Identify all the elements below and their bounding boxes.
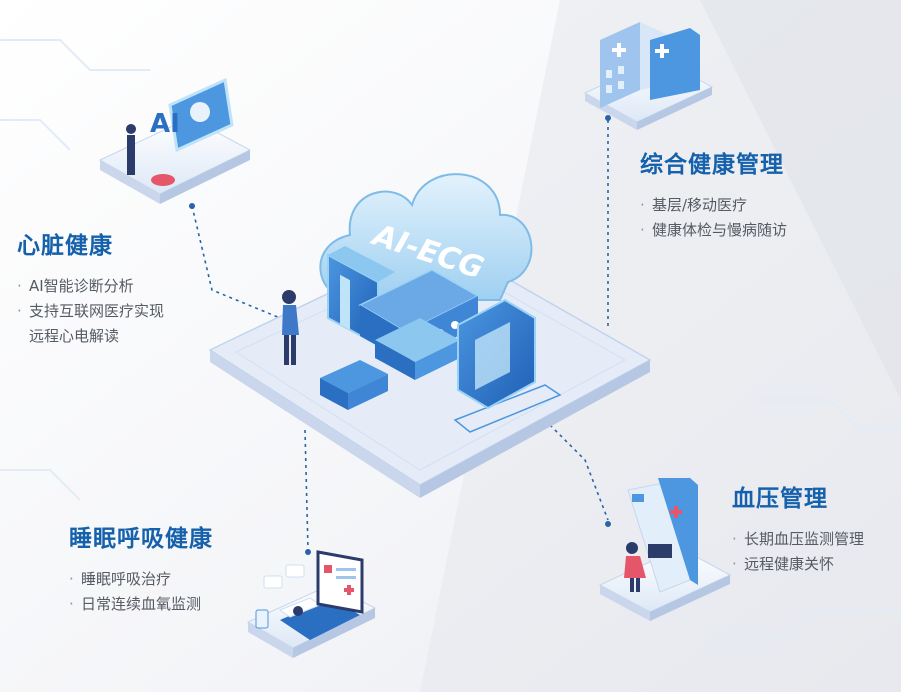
list-item: 支持互联网医疗实现 [17, 299, 164, 324]
blood-pressure-illustration [598, 477, 732, 621]
background-wedge-2 [700, 0, 901, 400]
section-blood-pressure: 血压管理 长期血压监测管理 远程健康关怀 [732, 479, 864, 577]
connector-lines [191, 120, 609, 551]
person-figure [282, 290, 299, 365]
list-item: 睡眠呼吸治疗 [69, 567, 213, 592]
connector-bp [544, 419, 609, 521]
section-sleep-health: 睡眠呼吸健康 睡眠呼吸治疗 日常连续血氧监测 [69, 519, 213, 617]
connector-dots [189, 115, 611, 555]
list-item: 长期血压监测管理 [732, 527, 864, 552]
connector-heart [191, 205, 286, 321]
ai-glyph: AI [150, 109, 180, 139]
section-title: 睡眠呼吸健康 [69, 526, 213, 552]
connector-sleep [304, 429, 309, 551]
section-title: 综合健康管理 [640, 152, 784, 178]
platform-outline [453, 384, 562, 433]
circuit-lines [0, 39, 901, 641]
list-item-continuation: 远程心电解读 [29, 327, 120, 345]
heart-health-illustration: AI [98, 77, 252, 204]
section-general-health: 综合健康管理 基层/移动医疗 健康体检与慢病随访 [640, 145, 787, 243]
sleep-illustration [246, 550, 377, 658]
list-item: AI智能诊断分析 [17, 274, 164, 299]
section-title: 心脏健康 [17, 233, 113, 259]
background-wedge [420, 0, 901, 692]
list-item: 远程健康关怀 [732, 552, 864, 577]
list-item: 基层/移动医疗 [640, 193, 787, 218]
heart-icon [151, 174, 175, 186]
hospital-illustration [583, 22, 714, 130]
list-item: 健康体检与慢病随访 [640, 218, 787, 243]
list-item: 日常连续血氧监测 [69, 592, 213, 617]
section-heart-health: 心脏健康 AI智能诊断分析 支持互联网医疗实现 远程心电解读 [17, 226, 164, 349]
server-blocks [320, 246, 536, 410]
section-title: 血压管理 [732, 486, 828, 512]
